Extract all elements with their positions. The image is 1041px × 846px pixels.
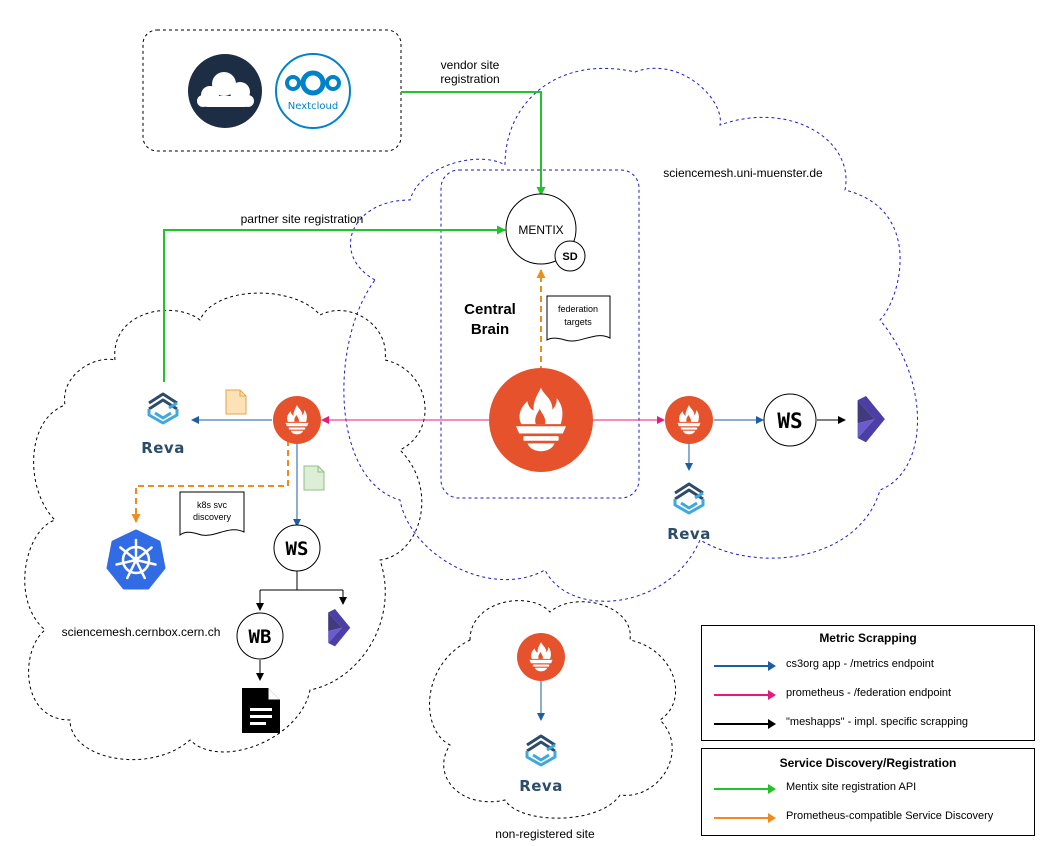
reva-cernbox-icon[interactable]: Reva	[141, 392, 185, 457]
wb-cernbox-node[interactable]: WB	[236, 612, 284, 660]
legend-sd-row: Prometheus-compatible Service Discovery	[702, 810, 1034, 826]
svg-text:WS: WS	[286, 538, 309, 560]
legend-line-green	[714, 784, 776, 794]
prometheus-nonregistered-icon[interactable]	[517, 633, 565, 681]
ws-muenster-node[interactable]: WS	[763, 393, 817, 447]
cernbox-site-label: sciencemesh.cernbox.cern.ch	[62, 625, 221, 639]
vendor-site-box	[142, 29, 402, 152]
legend-line-black	[714, 719, 776, 729]
file-icon-orange	[225, 389, 247, 415]
legend-text: Mentix site registration API	[786, 781, 917, 793]
vendor-registration-arrow	[401, 91, 546, 196]
muenster-site-cloud	[343, 67, 918, 602]
svg-text:k8s svc: k8s svc	[197, 500, 228, 510]
kubernetes-icon[interactable]	[106, 529, 166, 590]
nonregistered-site-label: non-registered site	[495, 827, 595, 841]
nextcloud-wordmark: Nextcloud	[288, 101, 338, 112]
owncloud-icon	[188, 54, 262, 128]
svg-text:Reva: Reva	[141, 439, 185, 457]
prometheus-cernbox-icon[interactable]	[273, 396, 321, 444]
file-icon-green	[303, 465, 325, 491]
reva-nonregistered-icon[interactable]: Reva	[519, 734, 563, 795]
federation-targets-note: federation targets	[546, 295, 611, 342]
nonregistered-site-cloud	[429, 600, 677, 819]
legend-metric-scrapping: Metric Scrapping cs3org app - /metrics e…	[701, 625, 1035, 741]
partner-registration-arrow	[163, 225, 506, 382]
mentix-node[interactable]: MENTIX SD	[505, 193, 586, 272]
legend-metric-title: Metric Scrapping	[819, 631, 917, 645]
meshapp-arrow-tree	[259, 570, 343, 608]
legend-text: Prometheus-compatible Service Discovery	[786, 810, 994, 822]
reva-muenster-icon[interactable]: Reva	[667, 482, 711, 543]
legend-text: cs3org app - /metrics endpoint	[786, 658, 934, 670]
meshapp-muenster-icon[interactable]	[857, 396, 885, 443]
svg-text:WS: WS	[777, 409, 802, 433]
legend-sd-title: Service Discovery/Registration	[779, 756, 957, 770]
mentix-label: MENTIX	[518, 223, 563, 237]
vendor-registration-label-1: vendor site	[441, 58, 500, 72]
vendor-registration-label-2: registration	[440, 72, 499, 86]
prometheus-central-icon[interactable]	[489, 368, 593, 472]
legend-sd-row: Mentix site registration API	[702, 781, 1034, 797]
document-icon[interactable]	[242, 688, 280, 733]
svg-text:Reva: Reva	[667, 525, 711, 543]
legend-line-pink	[714, 690, 776, 700]
legend-line-blue	[714, 661, 776, 671]
svg-text:discovery: discovery	[193, 512, 232, 522]
legend-line-orange	[714, 813, 776, 823]
ws-cernbox-node[interactable]: WS	[273, 524, 321, 572]
partner-registration-label: partner site registration	[241, 212, 364, 226]
nextcloud-icon: Nextcloud	[275, 53, 351, 129]
legend-metric-row: "meshapps" - impl. specific scrapping	[702, 716, 1034, 732]
k8s-sd-arrow	[131, 440, 289, 523]
cernbox-site-cloud	[24, 292, 426, 761]
legend-metric-row: cs3org app - /metrics endpoint	[702, 658, 1034, 674]
meshapp-cernbox-icon[interactable]	[328, 609, 351, 647]
legend-metric-row: prometheus - /federation endpoint	[702, 687, 1034, 703]
svg-text:targets: targets	[564, 317, 592, 327]
svg-text:WB: WB	[249, 626, 272, 648]
k8s-discovery-note: k8s svc discovery	[179, 491, 245, 536]
svg-text:federation: federation	[558, 304, 598, 314]
legend-text: "meshapps" - impl. specific scrapping	[786, 716, 969, 728]
sd-label: SD	[562, 251, 577, 263]
muenster-site-label: sciencemesh.uni-muenster.de	[663, 166, 823, 180]
legend-service-discovery: Service Discovery/Registration Mentix si…	[701, 748, 1035, 836]
central-brain-label-2: Brain	[471, 321, 509, 338]
prometheus-muenster-icon[interactable]	[665, 396, 713, 444]
svg-text:Reva: Reva	[519, 777, 563, 795]
central-brain-label-1: Central	[464, 301, 516, 318]
legend-text: prometheus - /federation endpoint	[786, 687, 952, 699]
